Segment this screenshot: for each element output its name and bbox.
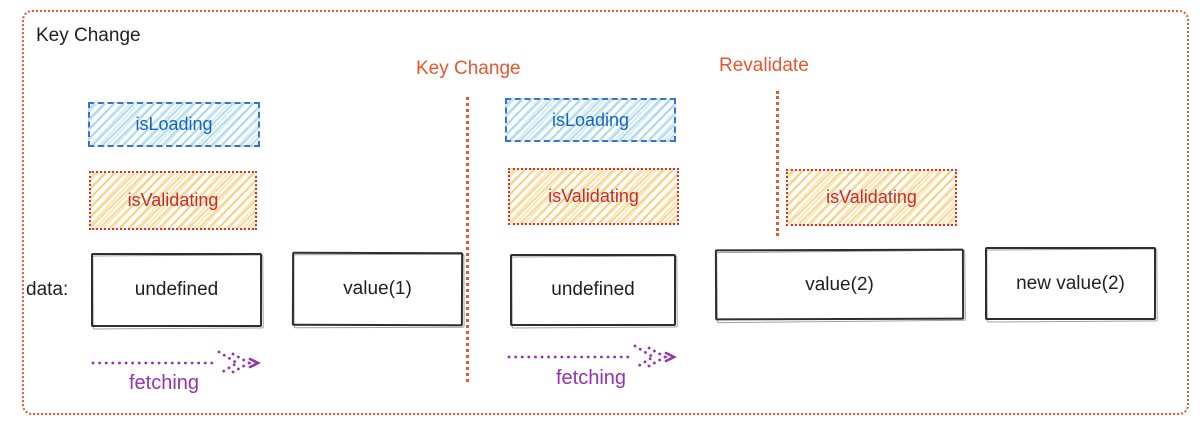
- is-validating-bar-label: isValidating: [127, 190, 219, 210]
- is-validating-bar-label: isValidating: [548, 186, 639, 206]
- is-loading-bar-label: isLoading: [551, 109, 630, 130]
- fetching-label-1: fetching: [129, 372, 200, 394]
- data-row-label: data:: [26, 279, 69, 300]
- fetching-label-2: fetching: [556, 367, 627, 389]
- event-label-key-change: Key Change: [416, 58, 521, 79]
- data-box-new-value-2: new value(2): [985, 247, 1156, 320]
- data-box-value: new value(2): [1016, 272, 1125, 294]
- diagram-outer-frame: [22, 10, 1189, 415]
- data-box-value: undefined: [551, 279, 635, 300]
- is-validating-bar-2: isValidating: [508, 168, 679, 225]
- is-validating-bar-label: isValidating: [826, 187, 917, 207]
- data-box-value: value(1): [343, 277, 412, 300]
- fetching-arrow-icon: [90, 348, 262, 378]
- diagram-title: Key Change: [36, 25, 141, 46]
- is-loading-bar-label: isLoading: [135, 114, 213, 134]
- data-box-value: undefined: [134, 279, 219, 300]
- revalidate-divider-line: [776, 91, 779, 236]
- data-box-undefined-1: undefined: [91, 253, 262, 327]
- is-validating-bar-3: isValidating: [786, 169, 957, 226]
- is-validating-bar-1: isValidating: [89, 171, 257, 230]
- event-label-revalidate: Revalidate: [719, 55, 809, 76]
- data-box-value: value(2): [805, 273, 874, 295]
- is-loading-bar-1: isLoading: [88, 102, 260, 147]
- data-box-value-1: value(1): [291, 251, 464, 327]
- data-box-value-2: value(2): [714, 248, 965, 321]
- data-box-undefined-2: undefined: [510, 254, 676, 326]
- key-change-divider-line: [466, 97, 469, 382]
- is-loading-bar-2: isLoading: [505, 98, 676, 142]
- fetching-arrow-icon: [506, 342, 678, 372]
